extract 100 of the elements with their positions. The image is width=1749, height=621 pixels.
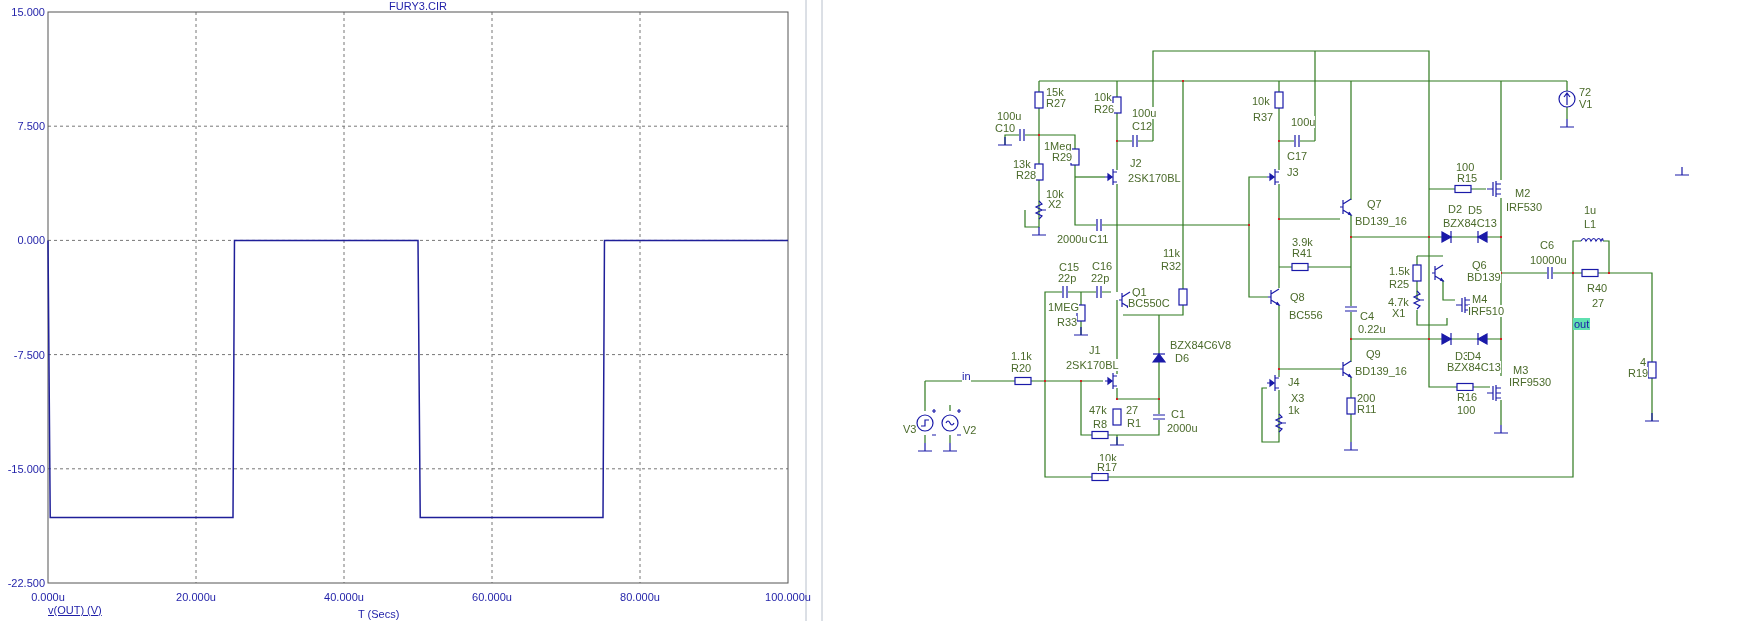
component-label: V2 [963, 424, 977, 436]
component-label: 1u [1584, 204, 1597, 216]
component-label: Q7 [1367, 198, 1382, 210]
component-label: C10 [995, 122, 1016, 134]
component-label: 2SK170BL [1128, 172, 1181, 184]
component-label: R15 [1457, 172, 1478, 184]
component-label: C16 [1092, 260, 1113, 272]
component-label: BZX84C13 [1447, 361, 1501, 373]
component-label: 100u [997, 110, 1022, 122]
component-label: 1.1k [1011, 350, 1032, 362]
component-label: 1MEG [1048, 301, 1080, 313]
component-label: C17 [1287, 150, 1308, 162]
component-label: V1 [1579, 98, 1593, 110]
component-label: 15k [1046, 86, 1064, 98]
component-label: 1Meg [1044, 140, 1072, 152]
component-label: C4 [1360, 310, 1375, 322]
component-label: R19 [1628, 367, 1649, 379]
component-label: L1 [1584, 218, 1597, 230]
tick-label: 20.000u [176, 591, 216, 603]
component-label: R27 [1046, 97, 1067, 109]
component-label: R41 [1292, 247, 1313, 259]
component-label: 27 [1592, 297, 1605, 309]
tick-label: 0.000 [17, 234, 45, 247]
component-label: 47k [1089, 404, 1107, 416]
component-label: 10k [1252, 95, 1270, 107]
tick-label: 15.000 [11, 6, 45, 18]
component-label: BC556 [1289, 309, 1323, 321]
component-label: 0.22u [1358, 323, 1386, 335]
component-label: R37 [1253, 111, 1274, 123]
component-label: 2000u [1167, 422, 1198, 434]
component-label: R26 [1094, 103, 1115, 115]
component-label: 100 [1456, 161, 1475, 173]
component-label: BC550C [1128, 297, 1170, 309]
component-label: X2 [1048, 198, 1062, 210]
series-label: v(OUT) (V) [48, 604, 102, 616]
tick-label: -15.000 [7, 462, 45, 475]
component-label: 100u [1132, 107, 1157, 119]
component-label: R40 [1587, 282, 1608, 294]
component-label: IRF9530 [1509, 376, 1552, 388]
component-label: 22p [1091, 272, 1110, 284]
component-label: 1k [1288, 404, 1300, 416]
tick-label: 60.000u [472, 591, 512, 603]
component-label: IRF530 [1506, 201, 1543, 213]
component-label: R1 [1127, 417, 1142, 429]
component-label: D2 [1448, 203, 1463, 215]
component-label: 13k [1013, 158, 1031, 170]
component-label: R25 [1389, 278, 1410, 290]
component-label: V3 [903, 423, 917, 435]
component-label: J3 [1287, 166, 1299, 178]
component-label: D6 [1175, 352, 1190, 364]
tick-label: 0.000u [31, 591, 65, 603]
component-label: M3 [1513, 364, 1529, 376]
component-label: 4.7k [1388, 296, 1409, 308]
component-label: R32 [1161, 260, 1182, 272]
component-label: Q8 [1290, 291, 1305, 303]
component-label: 3.9k [1292, 236, 1313, 248]
tick-label: -22.500 [7, 577, 45, 589]
component-label: J1 [1089, 344, 1101, 356]
component-label: BD139_16 [1355, 365, 1407, 377]
tick-label: 100.000u [765, 591, 811, 603]
tick-label: 40.000u [324, 591, 364, 603]
component-label: C11 [1089, 233, 1109, 245]
component-label: BD139 [1467, 271, 1501, 283]
component-label: 2SK170BL [1066, 359, 1119, 371]
component-label: J4 [1288, 376, 1300, 388]
tick-label: 7.500 [17, 120, 45, 133]
component-label: R8 [1093, 418, 1108, 430]
component-label: R29 [1052, 151, 1073, 163]
component-label: 100 [1457, 404, 1476, 416]
net-label: out [1573, 318, 1591, 330]
component-label: X1 [1392, 307, 1406, 319]
axis-title: T (Secs) [358, 608, 400, 620]
component-label: C15 [1059, 261, 1080, 273]
component-label: M2 [1515, 187, 1531, 199]
component-label: M4 [1472, 293, 1488, 305]
component-label: R28 [1016, 169, 1037, 181]
component-label: BD139_16 [1355, 215, 1407, 227]
component-label: 1.5k [1389, 265, 1410, 277]
component-label: C6 [1540, 239, 1555, 251]
component-label: C12 [1132, 120, 1153, 132]
component-label: BZX84C13 [1443, 217, 1497, 229]
component-label: 22p [1058, 272, 1077, 284]
component-label: R11 [1357, 403, 1377, 415]
component-label: D5 [1468, 204, 1483, 216]
component-label: 100u [1291, 116, 1316, 128]
component-label: 10k [1094, 91, 1112, 103]
component-label: 72 [1579, 86, 1592, 98]
component-label: BZX84C6V8 [1170, 339, 1232, 351]
component-label: 11k [1163, 247, 1180, 259]
component-label: R20 [1011, 362, 1032, 374]
component-label: X3 [1291, 392, 1305, 404]
component-label: 200 [1357, 392, 1376, 404]
component-label: 2000u [1057, 233, 1088, 245]
component-label: Q9 [1366, 348, 1381, 360]
component-label: R33 [1057, 316, 1078, 328]
component-label: IRF510 [1468, 305, 1505, 317]
chart-title: FURY3.CIR [389, 0, 447, 12]
component-label: Q6 [1472, 259, 1487, 271]
component-label: 27 [1126, 404, 1139, 416]
component-label: D4 [1467, 350, 1482, 362]
